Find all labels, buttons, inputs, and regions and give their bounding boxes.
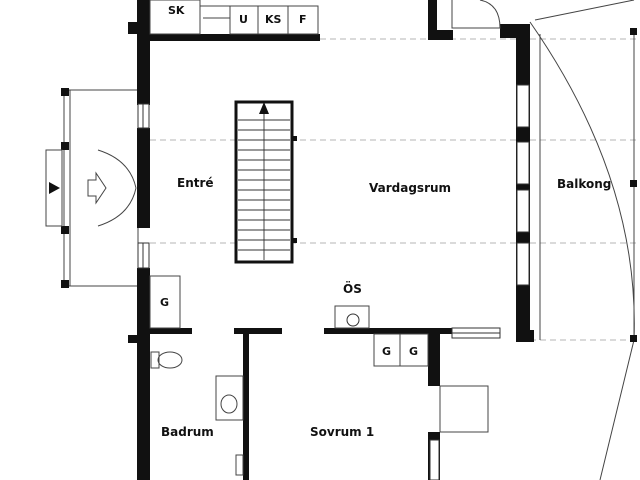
storage-label-g-entry: G: [160, 296, 169, 309]
storage-label-g-bed-2: G: [409, 345, 418, 358]
fireplace: [334, 305, 370, 329]
room-label-vardagsrum: Vardagsrum: [369, 181, 451, 195]
room-label-badrum: Badrum: [161, 425, 214, 439]
sink-icon: [215, 375, 244, 421]
room-label-balkong: Balkong: [557, 177, 611, 191]
toilet-icon: [150, 351, 183, 369]
storage-label-ks: KS: [265, 13, 282, 26]
storage-label-sk: SK: [168, 4, 185, 17]
window: [429, 439, 440, 480]
bedroom-wardrobes: [373, 333, 429, 367]
fireplace-circle: [346, 313, 360, 327]
balcony-post: [630, 28, 637, 35]
windows: [137, 84, 530, 480]
window: [516, 141, 530, 185]
storage-label-u: U: [239, 13, 248, 26]
storage-labels: SK U KS F G G G: [160, 4, 418, 358]
balcony-railing: [529, 0, 637, 480]
dashed-guides: [150, 38, 640, 341]
stair-treads: [238, 119, 290, 251]
balcony-post: [630, 180, 637, 187]
room-label-sovrum: Sovrum 1: [310, 425, 374, 439]
doors: [439, 0, 501, 433]
porch-post: [61, 88, 69, 96]
door-swing: [440, 385, 489, 433]
walls: [128, 0, 534, 480]
window: [516, 242, 530, 286]
window: [516, 84, 530, 128]
storage-label-g-bed-1: G: [382, 345, 391, 358]
bathroom-fixtures: [150, 351, 244, 476]
porch-post: [61, 280, 69, 288]
storage-label-f: F: [299, 13, 307, 26]
staircase: [234, 100, 297, 264]
window: [516, 189, 530, 233]
top-closets: [149, 0, 319, 35]
porch-post: [61, 226, 69, 234]
room-labels: Entré Vardagsrum Balkong Badrum Sovrum 1…: [161, 176, 611, 439]
balcony-post: [630, 335, 637, 342]
door-swing: [451, 0, 501, 29]
entry-wardrobe: [149, 275, 181, 329]
stair-up-arrow-icon: [259, 102, 269, 114]
entrance-arrow-icon: [49, 182, 60, 194]
shower-icon: [235, 454, 244, 476]
porch-post: [61, 142, 69, 150]
room-label-entre: Entré: [177, 176, 214, 190]
entrance-porch: [45, 88, 139, 288]
fireplace-label: ÖS: [343, 281, 362, 296]
